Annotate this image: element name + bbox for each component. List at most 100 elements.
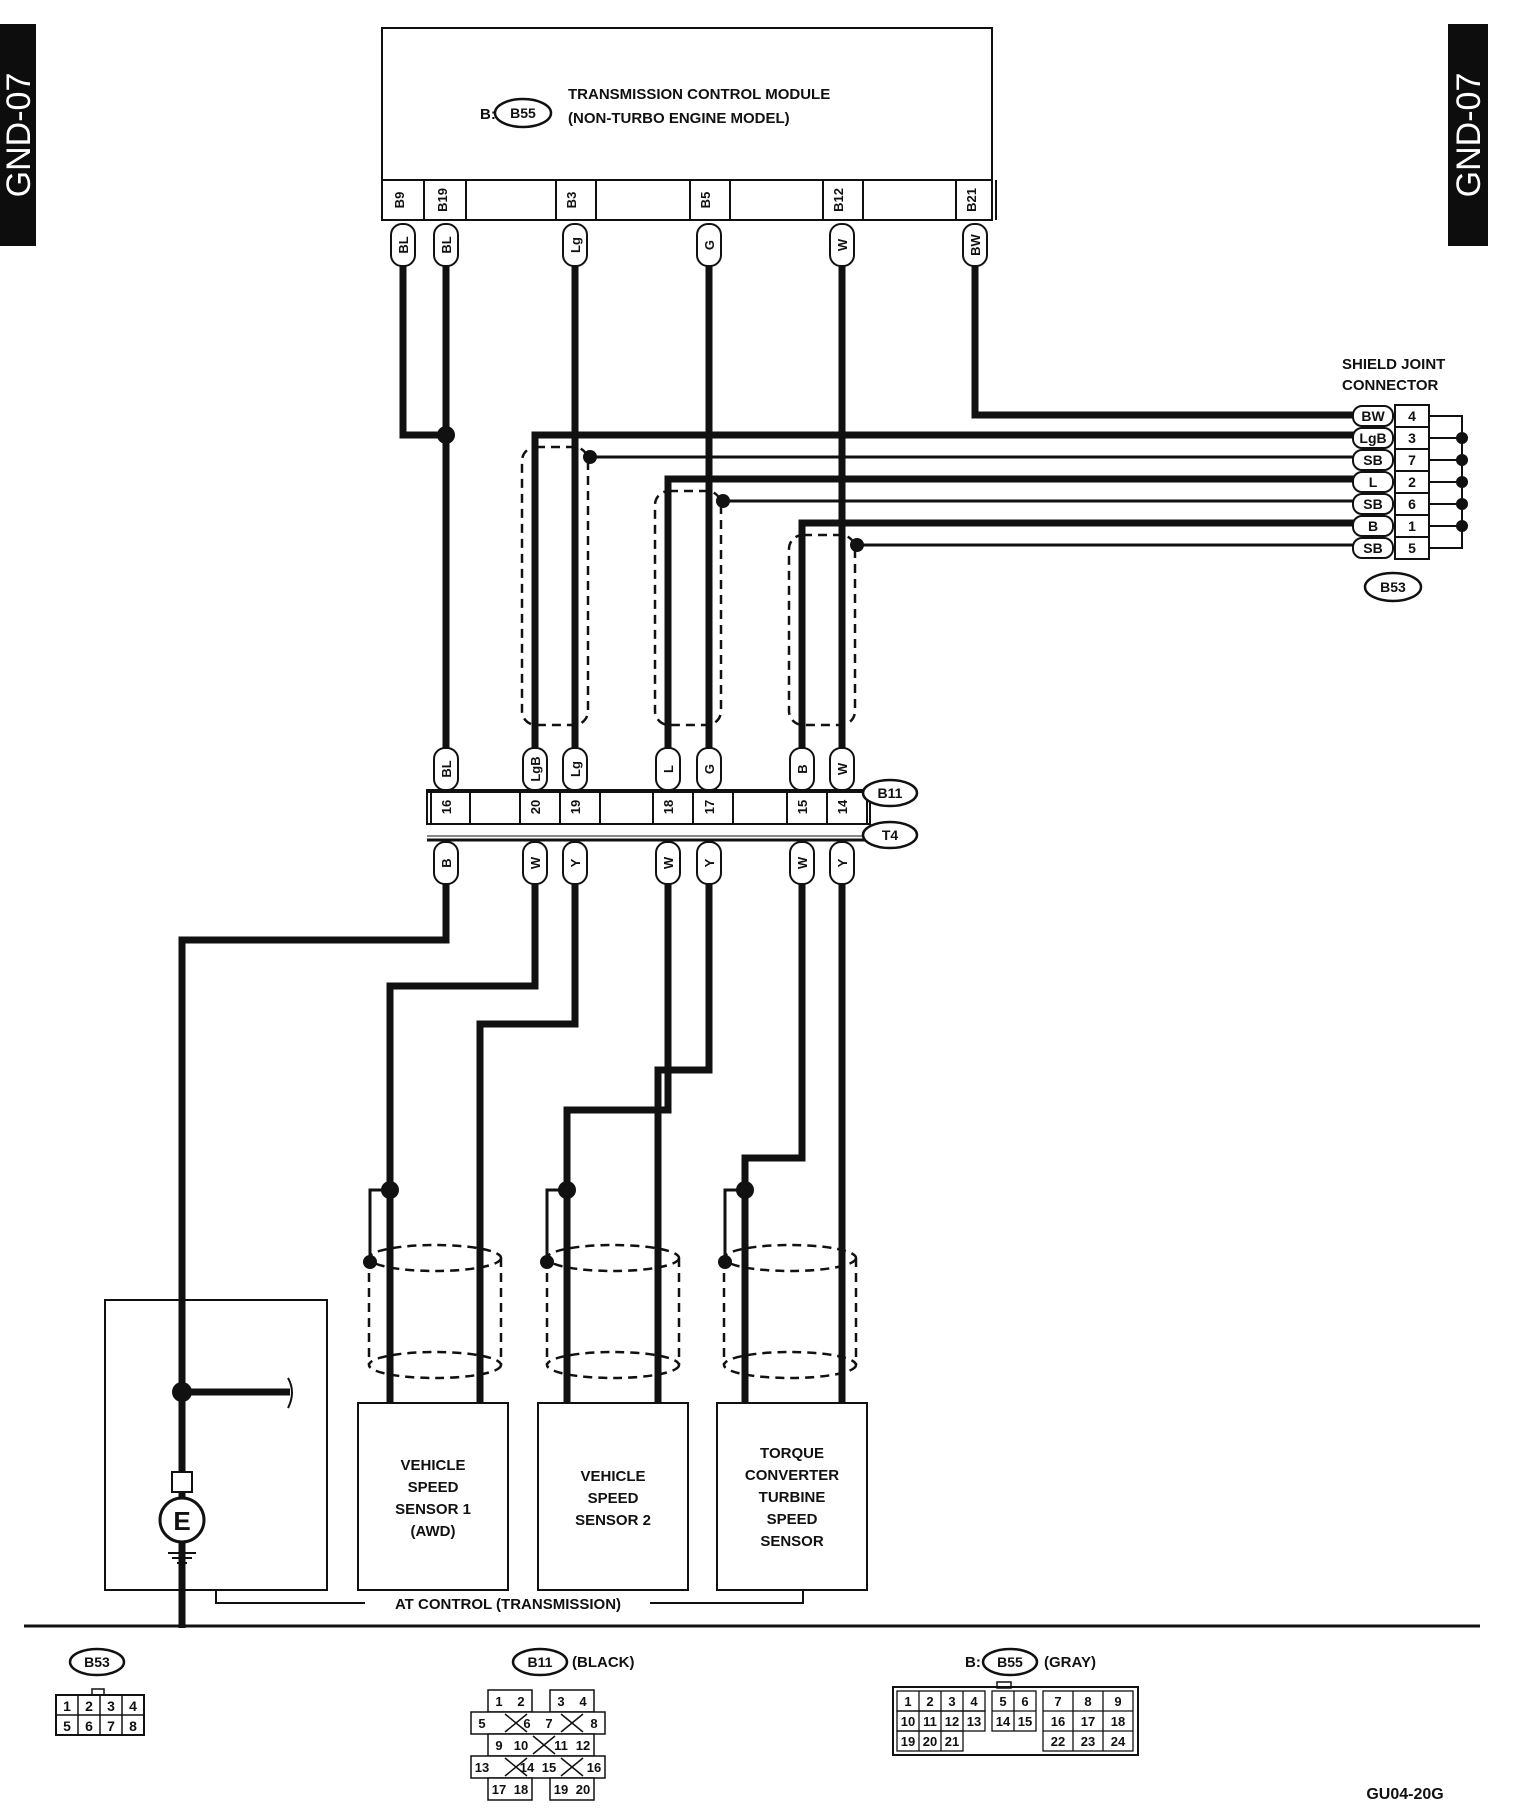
tcm-pin-label: B9 [392,192,407,209]
shield-joint-pin: 6 [1408,496,1416,512]
legend-b11-name: B11 [528,1654,553,1670]
lower-wires [178,884,846,1628]
tcm-title-line2: (NON-TURBO ENGINE MODEL) [568,110,790,127]
legend-pin: 9 [495,1738,502,1753]
legend-pin: 19 [901,1734,915,1749]
junction-lower-wire: W [795,856,810,869]
tcm-pins: B9 B19 B3 B5 B12 B21 [392,180,997,220]
junction-connector: BL LgB Lg L G B W 16 20 19 18 17 15 14 B… [426,747,919,885]
sensor-label-line: SENSOR 1 [395,1501,471,1518]
junction-upper-wire: W [835,762,850,775]
left-page-tab: GND-07 [0,24,38,246]
tcm-prefix: B: [480,106,496,123]
sensor-label-line: (AWD) [411,1523,456,1540]
legend-pin: 2 [926,1694,933,1709]
legend-pin: 2 [517,1694,524,1709]
legend-pin: 14 [520,1760,535,1775]
legend-pin: 5 [999,1694,1006,1709]
junction-upper-connector-id: B11 [878,785,903,801]
tcm-wire-color: Lg [568,237,583,253]
shield-joint-pin: 1 [1408,518,1416,534]
legend-pin: 6 [85,1718,93,1734]
legend-b11: B11 (BLACK) 1 2 3 4 5 6 7 8 9 10 11 12 1… [470,1647,634,1801]
legend-b55-color: (GRAY) [1044,1654,1096,1671]
junction-pin-number: 18 [661,800,676,814]
legend-pin: 13 [967,1714,981,1729]
sensor-label-line: TURBINE [759,1489,826,1506]
legend-pin: 8 [590,1716,597,1731]
legend-pin: 11 [923,1714,937,1729]
ground-symbol-label: E [173,1506,190,1536]
junction-lower-wire: Y [835,858,850,867]
splice-dot [172,1382,192,1402]
main-wires [399,266,1355,748]
upper-cable-shields [520,445,857,727]
at-control-bracket: AT CONTROL (TRANSMISSION) [215,1590,804,1613]
legend-pin: 12 [945,1714,959,1729]
junction-lower-wire: B [439,858,454,867]
tcm-pin-label: B19 [435,188,450,212]
sensor-label-line: SPEED [767,1511,818,1528]
splice-dot [736,1181,754,1199]
shield-joint-wire: SB [1363,540,1382,556]
legend-pin: 1 [63,1698,71,1714]
sensor-label-line: VEHICLE [400,1457,465,1474]
sensor-label-line: TORQUE [760,1445,824,1462]
shield-joint-title-1: SHIELD JOINT [1342,356,1445,373]
legend-b11-color: (BLACK) [572,1654,634,1671]
torque-converter-turbine-speed-sensor: TORQUE CONVERTER TURBINE SPEED SENSOR [716,1402,868,1591]
shield-joint-pin: 2 [1408,474,1416,490]
tcm-pin-label: B12 [831,188,846,212]
legend-pin: 12 [576,1738,590,1753]
sensor-label-line: SPEED [408,1479,459,1496]
shield-joint-title-2: CONNECTOR [1342,377,1439,394]
legend-pin: 20 [923,1734,937,1749]
junction-upper-wire: B [795,764,810,773]
vehicle-speed-sensor-2: VEHICLE SPEED SENSOR 2 [537,1402,689,1591]
legend-b55-name: B55 [997,1654,1023,1670]
legend-pin: 23 [1081,1734,1095,1749]
junction-pin-number: 16 [439,800,454,814]
junction-pin-number: 20 [528,800,543,814]
shield-joint-wire: SB [1363,452,1382,468]
shield-joint-wire: B [1368,518,1378,534]
ground-box: E [104,1299,328,1591]
sensor-label-line: SPEED [588,1490,639,1507]
tcm-title-line1: TRANSMISSION CONTROL MODULE [568,86,830,103]
legend-pin: 3 [107,1698,115,1714]
legend-pin: 8 [1084,1694,1091,1709]
shield-joint-pin: 7 [1408,452,1416,468]
legend-pin: 24 [1111,1734,1126,1749]
at-control-label: AT CONTROL (TRANSMISSION) [395,1596,621,1613]
legend-pin: 14 [996,1714,1011,1729]
legend-pin: 18 [1111,1714,1125,1729]
transmission-control-module: B: B55 TRANSMISSION CONTROL MODULE (NON-… [381,27,993,221]
legend-pin: 10 [514,1738,528,1753]
sensor-label-line: VEHICLE [580,1468,645,1485]
legend-pin: 17 [1081,1714,1095,1729]
legend-pin: 22 [1051,1734,1065,1749]
tcm-wire-color: G [702,240,717,250]
legend-pin: 7 [1054,1694,1061,1709]
sensor-label-line: CONVERTER [745,1467,839,1484]
shield-joint-wire: LgB [1359,430,1386,446]
left-tab-label: GND-07 [0,73,38,198]
shield-joint-connector: SHIELD JOINT CONNECTOR BW LgB SB L SB B … [1342,356,1468,603]
legend-pin: 7 [545,1716,552,1731]
legend-pin: 15 [542,1760,556,1775]
legend-pin: 7 [107,1718,115,1734]
junction-lower-wire: W [661,856,676,869]
shield-joint-connector-id: B53 [1380,579,1406,595]
legend-pin: 4 [970,1694,978,1709]
splice-dot [381,1181,399,1199]
shield-joint-wire: BW [1361,408,1385,424]
tcm-wire-color: BL [439,236,454,253]
legend-pin: 19 [554,1782,568,1797]
tcm-pin-label: B3 [564,192,579,209]
junction-upper-wire: LgB [528,756,543,781]
junction-lower-wire: W [528,856,543,869]
sensor-label-line: SENSOR [760,1533,824,1550]
shield-joint-wire: L [1369,474,1378,490]
legend-pin: 11 [554,1738,568,1753]
